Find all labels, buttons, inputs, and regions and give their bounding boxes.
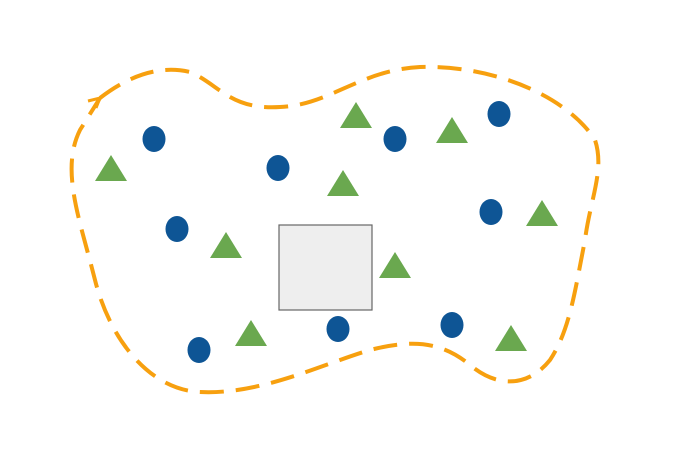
circle-markers (142, 101, 511, 363)
circle-marker (266, 155, 290, 181)
triangle-marker (327, 170, 359, 196)
dashed-boundary (69, 64, 601, 395)
circle-marker (326, 316, 350, 342)
triangle-marker (210, 232, 242, 258)
arrowhead-icon (87, 95, 103, 109)
circle-marker (487, 101, 511, 127)
central-box (278, 224, 373, 311)
circle-marker (165, 216, 189, 242)
triangle-marker (495, 325, 527, 351)
circle-marker (383, 126, 407, 152)
circle-marker (187, 337, 211, 363)
triangle-marker (235, 320, 267, 346)
circle-marker (142, 126, 166, 152)
circle-marker (479, 199, 503, 225)
triangle-marker (379, 252, 411, 278)
triangle-marker (436, 117, 468, 143)
triangle-marker (340, 102, 372, 128)
triangle-markers (95, 102, 558, 351)
triangle-marker (95, 155, 127, 181)
triangle-marker (526, 200, 558, 226)
circle-marker (440, 312, 464, 338)
